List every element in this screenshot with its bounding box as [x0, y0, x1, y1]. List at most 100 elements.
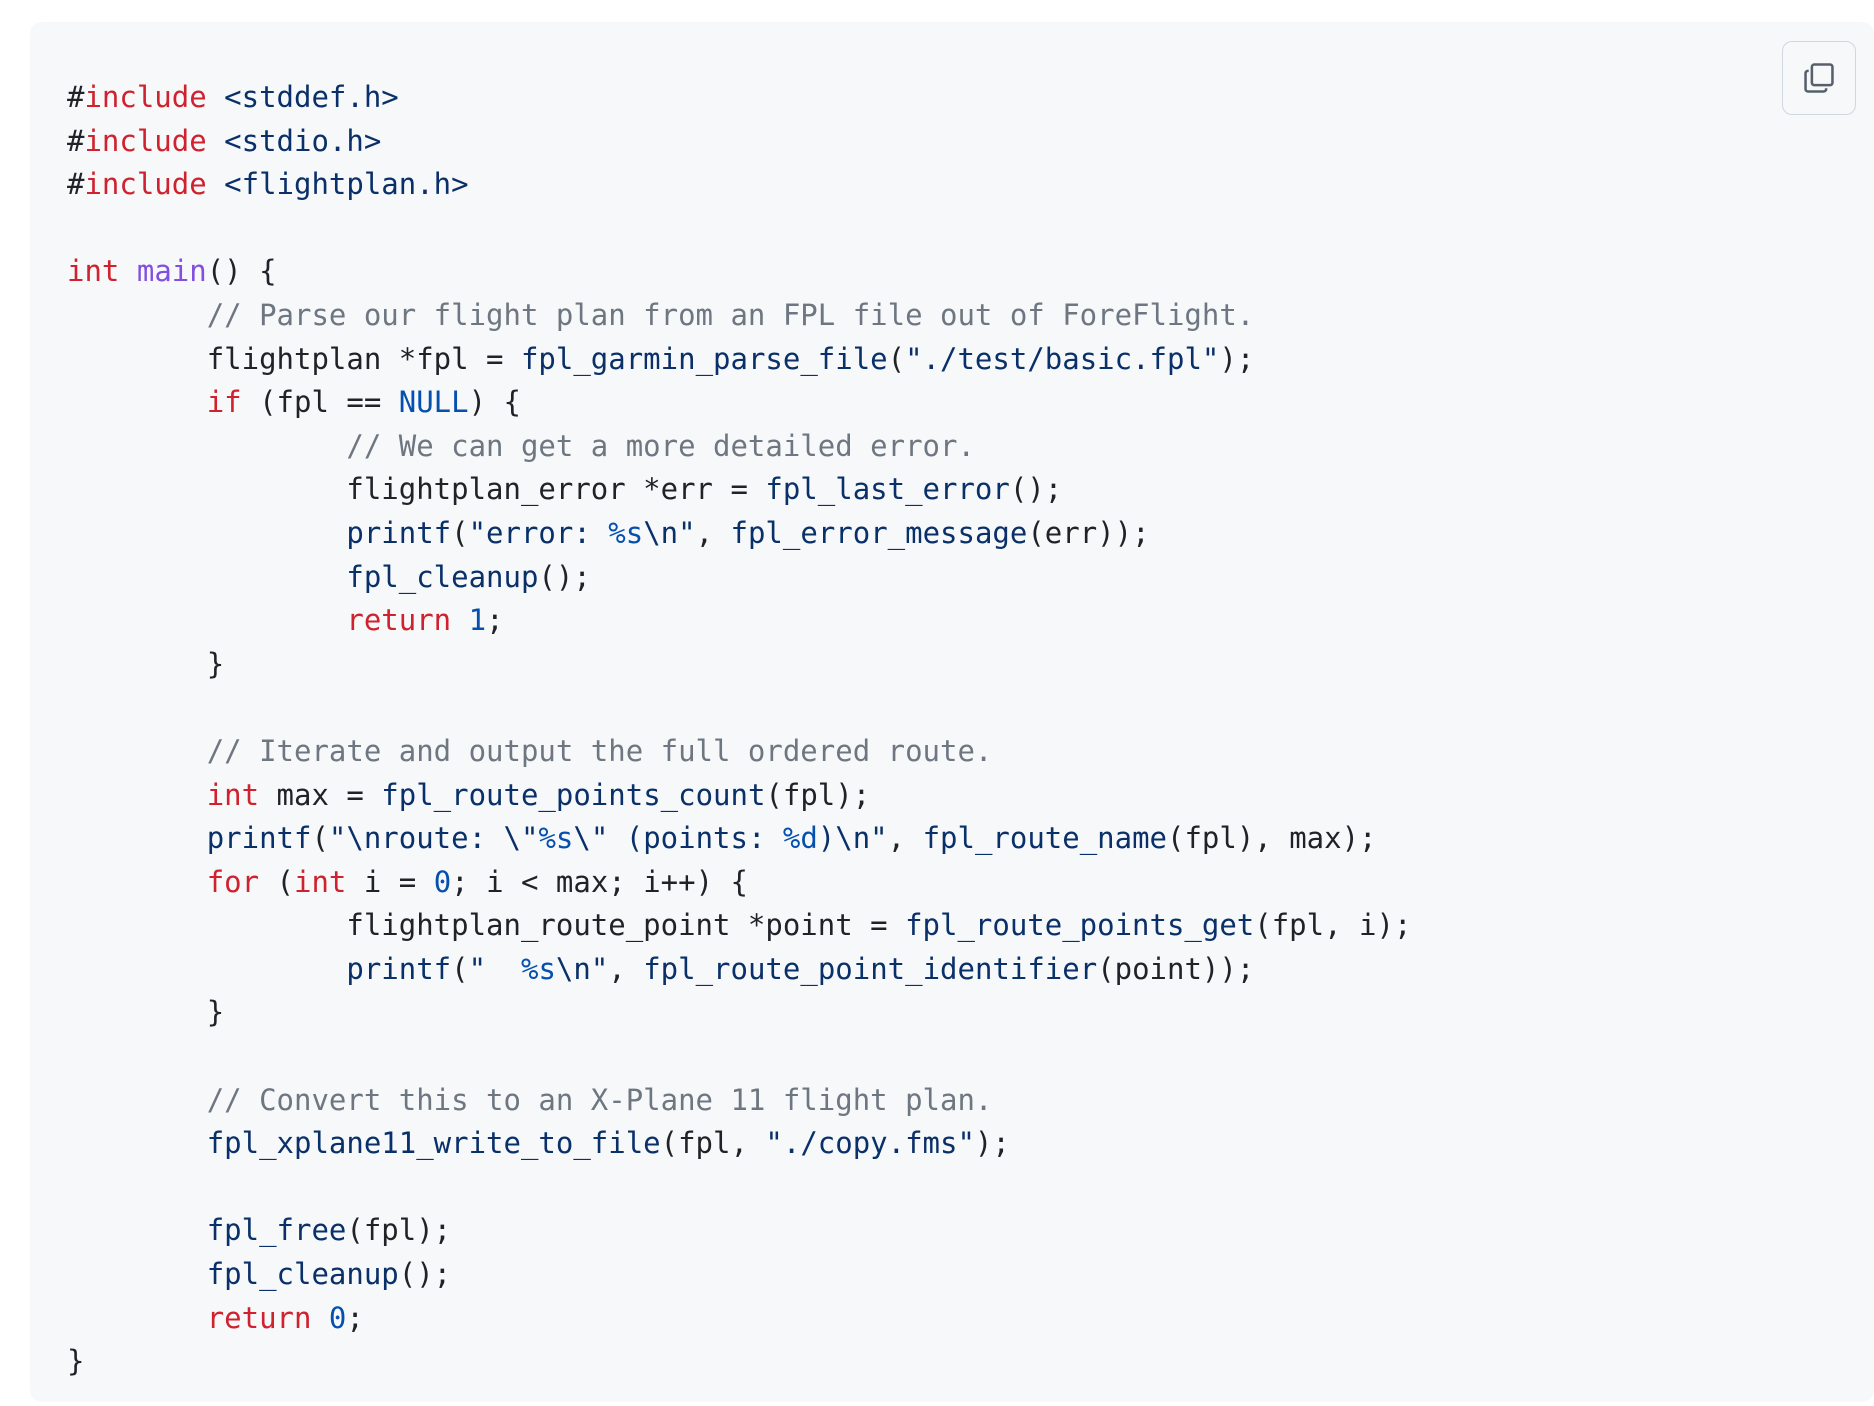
code-token — [67, 1213, 207, 1247]
code-token — [67, 429, 346, 463]
code-token: include — [84, 167, 207, 202]
code-line: flightplan_route_point *point = fpl_rout… — [67, 904, 1411, 948]
code-token: // Iterate and output the full ordered r… — [206, 733, 993, 768]
code-token: int — [67, 254, 120, 289]
code-line: #include <flightplan.h> — [67, 163, 1411, 207]
code-token: <flightplan.h> — [224, 167, 469, 202]
code-token: printf — [346, 515, 452, 550]
code-token — [67, 1257, 207, 1291]
code-token: ( — [311, 821, 329, 856]
code-token: include — [84, 123, 207, 158]
code-line: int max = fpl_route_points_count(fpl); — [67, 774, 1411, 818]
code-token: max = — [259, 777, 382, 812]
code-token: (fpl); — [765, 777, 871, 812]
code-token — [67, 1083, 207, 1117]
code-token: flightplan *fpl = — [67, 341, 521, 376]
code-line: flightplan *fpl = fpl_garmin_parse_file(… — [67, 338, 1411, 382]
code-token — [67, 865, 207, 899]
code-token: " — [468, 951, 521, 986]
code-token — [67, 385, 207, 419]
code-token: NULL — [398, 385, 469, 420]
code-line: } — [67, 1340, 1411, 1384]
code-token: ) { — [468, 385, 521, 420]
code-token: ; — [486, 603, 504, 638]
code-token: "./test/basic.fpl" — [905, 341, 1220, 376]
code-token: } — [67, 1344, 85, 1379]
copy-button[interactable] — [1782, 41, 1856, 115]
code-token — [67, 603, 346, 637]
code-token: fpl_error_message — [730, 515, 1028, 550]
code-token: int — [294, 864, 347, 899]
code-token: fpl_route_points_count — [381, 777, 766, 812]
code-token: flightplan_error *err = — [67, 472, 766, 507]
code-line: if (fpl == NULL) { — [67, 381, 1411, 425]
code-token: // We can get a more detailed error. — [346, 428, 975, 463]
code-token: "\nroute: \" — [328, 821, 539, 856]
code-line: fpl_xplane11_write_to_file(fpl, "./copy.… — [67, 1122, 1411, 1166]
code-token: // Parse our flight plan from an FPL fil… — [206, 297, 1255, 332]
code-token: ( — [451, 951, 469, 986]
code-token: i = — [346, 864, 434, 899]
code-line: // Iterate and output the full ordered r… — [67, 730, 1411, 774]
code-token: for — [206, 864, 260, 899]
code-line: flightplan_error *err = fpl_last_error()… — [67, 468, 1411, 512]
code-token — [451, 603, 468, 637]
code-token: (fpl, — [660, 1126, 766, 1161]
code-token: printf — [206, 821, 312, 856]
code-token: return — [206, 1300, 312, 1335]
code-block: #include <stddef.h>#include <stdio.h>#in… — [30, 22, 1874, 1402]
code-token — [67, 1126, 207, 1160]
code-token: ); — [974, 1126, 1010, 1161]
code-token: ( — [259, 864, 294, 899]
code-token: (); — [398, 1257, 452, 1292]
code-line: for (int i = 0; i < max; i++) { — [67, 861, 1411, 905]
code-token: fpl_cleanup — [346, 559, 539, 594]
code-line: return 0; — [67, 1297, 1411, 1341]
code-token — [67, 560, 346, 594]
code-token: return — [346, 603, 452, 638]
code-token: (err)); — [1027, 515, 1150, 550]
code-token: 0 — [328, 1300, 347, 1335]
code-token: , — [695, 515, 731, 550]
code-token — [119, 254, 136, 288]
code-line: // Convert this to an X-Plane 11 flight … — [67, 1079, 1411, 1123]
code-line: fpl_free(fpl); — [67, 1209, 1411, 1253]
code-token: ); — [1219, 341, 1255, 376]
code-token: ; i < max; i++) { — [451, 864, 748, 899]
code-line: // We can get a more detailed error. — [67, 425, 1411, 469]
code-line: int main() { — [67, 250, 1411, 294]
code-token — [311, 1301, 328, 1335]
code-token: fpl_last_error — [765, 472, 1010, 507]
code-token: fpl_route_points_get — [905, 908, 1255, 943]
code-line: return 1; — [67, 599, 1411, 643]
code-line — [67, 1166, 1411, 1210]
code-token: 0 — [433, 864, 452, 899]
code-token: , — [887, 821, 923, 856]
code-token: \n" — [643, 515, 696, 550]
code-token: if — [206, 385, 242, 420]
code-token: (); — [538, 559, 591, 594]
code-token: } — [67, 995, 225, 1030]
code-content: #include <stddef.h>#include <stdio.h>#in… — [67, 76, 1411, 1384]
code-token — [67, 1301, 207, 1335]
code-token: \" (points: — [573, 821, 783, 856]
code-token: \n" — [555, 951, 609, 986]
code-token — [67, 298, 207, 332]
code-token — [207, 167, 224, 201]
code-token: (point)); — [1097, 951, 1255, 986]
code-token: 1 — [468, 603, 487, 638]
code-token: int — [206, 777, 260, 812]
code-token: fpl_route_point_identifier — [643, 951, 1098, 986]
code-token: fpl_route_name — [922, 821, 1167, 856]
code-token: "./copy.fms" — [765, 1126, 975, 1161]
code-token: flightplan_route_point *point = — [67, 908, 906, 943]
code-line: printf("\nroute: \"%s\" (points: %d)\n",… — [67, 817, 1411, 861]
code-token: fpl_free — [206, 1213, 347, 1248]
code-token — [207, 80, 224, 114]
code-token: )\n" — [817, 821, 888, 856]
code-token: (); — [1009, 472, 1063, 507]
code-token: fpl_xplane11_write_to_file — [206, 1126, 661, 1161]
code-line: fpl_cleanup(); — [67, 1253, 1411, 1297]
code-token: %s — [608, 515, 644, 550]
code-line — [67, 686, 1411, 730]
